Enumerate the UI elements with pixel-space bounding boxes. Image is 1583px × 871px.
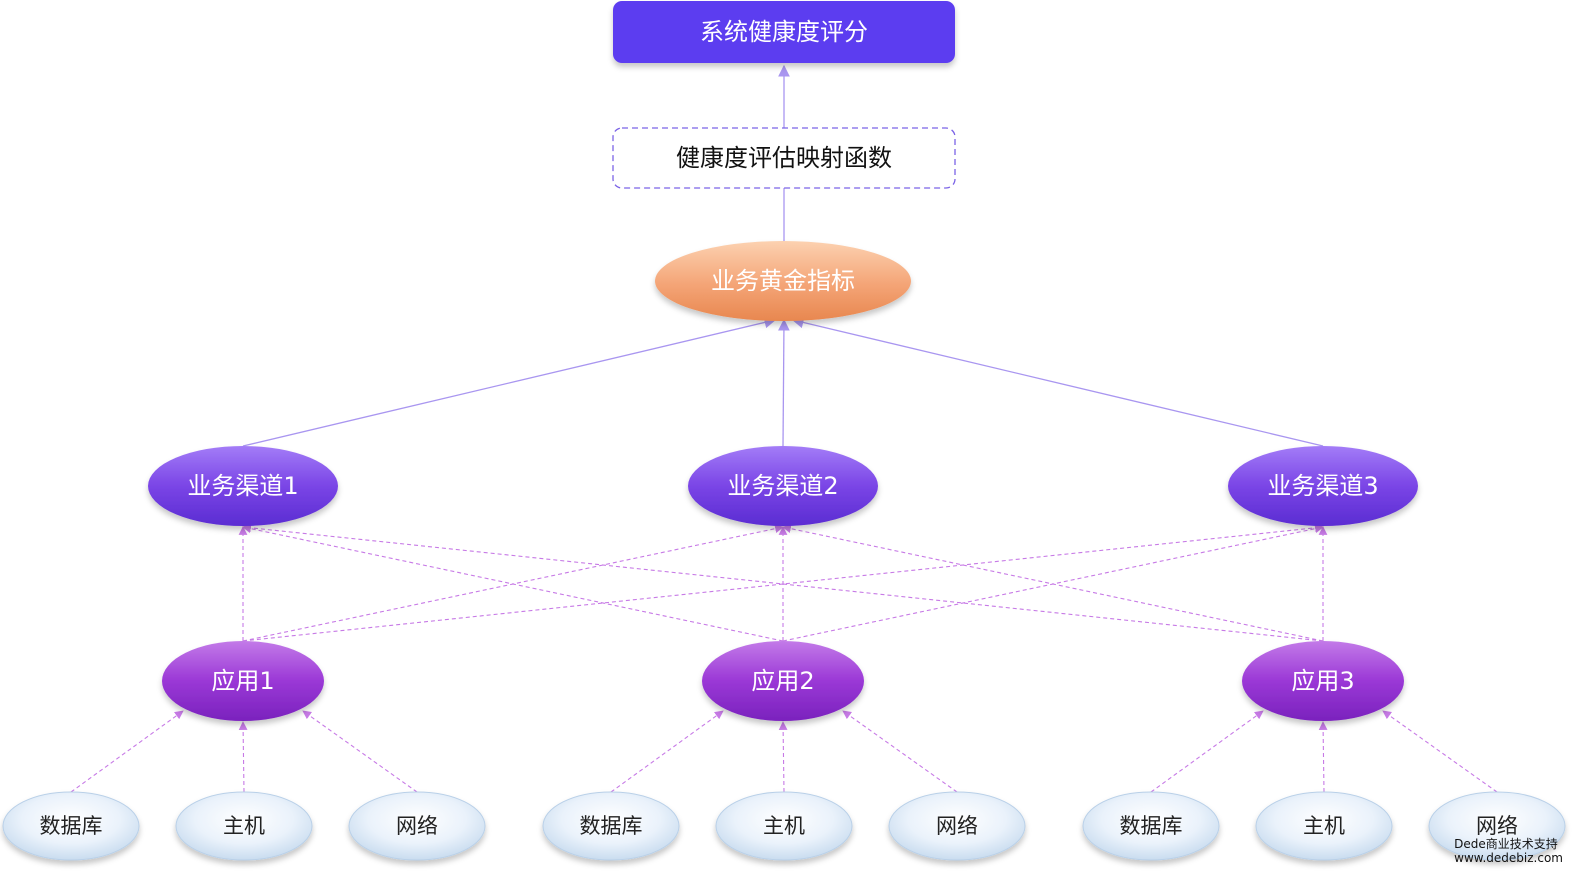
- channel-label-2: 业务渠道2: [727, 472, 838, 500]
- resource-label-host2: 主机: [763, 814, 805, 838]
- mapping-function-node[interactable]: 健康度评估映射函数: [612, 127, 956, 189]
- system-health-score-label: 系统健康度评分: [700, 18, 868, 46]
- edge-ch1-to-golden: [242, 316, 777, 447]
- channels-layer: 业务渠道1 业务渠道2 业务渠道3: [148, 446, 1418, 526]
- edge-app3-to-ch2: [782, 524, 1324, 642]
- golden-indicator-label: 业务黄金指标: [711, 267, 855, 295]
- edge-host3-to-app3: [1318, 721, 1328, 793]
- resource-node-host1[interactable]: 主机: [175, 791, 313, 861]
- apps-layer: 应用1 应用2 应用3: [162, 641, 1404, 721]
- resource-label-db1: 数据库: [40, 814, 103, 838]
- resource-node-net2[interactable]: 网络: [888, 791, 1026, 861]
- edge-net1-to-app1: [302, 710, 418, 793]
- channel-node-3[interactable]: 业务渠道3: [1228, 446, 1418, 526]
- edge-db1-to-app1: [70, 710, 184, 793]
- edge-net2-to-app2: [842, 710, 958, 793]
- resource-node-db3[interactable]: 数据库: [1082, 791, 1220, 861]
- edge-db3-to-app3: [1150, 710, 1264, 793]
- channel-node-2[interactable]: 业务渠道2: [688, 446, 878, 526]
- watermark: Dede商业技术支持 www.dedebiz.com: [1454, 837, 1563, 865]
- golden-indicator-node[interactable]: 业务黄金指标: [655, 241, 911, 321]
- edge-ch3-to-golden: [791, 316, 1324, 447]
- edge-net3-to-app3: [1382, 710, 1498, 793]
- app-node-1[interactable]: 应用1: [162, 641, 324, 721]
- edge-app3-to-ch1: [242, 523, 1324, 642]
- resource-label-db2: 数据库: [580, 814, 643, 838]
- resource-label-host3: 主机: [1303, 814, 1345, 838]
- resources-layer: 数据库 主机 网络 数据库 主机 网络 数据库 主机 网络: [2, 791, 1566, 861]
- app-node-3[interactable]: 应用3: [1242, 641, 1404, 721]
- app-label-1: 应用1: [211, 667, 274, 695]
- resource-node-db1[interactable]: 数据库: [2, 791, 140, 861]
- resource-node-net3[interactable]: 网络: [1428, 791, 1566, 861]
- edge-app2-to-ch1: [242, 524, 784, 642]
- edge-host2-to-app2: [778, 721, 788, 793]
- edge-db2-to-app2: [610, 710, 724, 793]
- resource-label-host1: 主机: [223, 814, 265, 838]
- edge-ch2-to-golden: [778, 318, 790, 447]
- resource-node-net1[interactable]: 网络: [348, 791, 486, 861]
- app-node-2[interactable]: 应用2: [702, 641, 864, 721]
- channel-label-3: 业务渠道3: [1267, 472, 1378, 500]
- resource-node-host2[interactable]: 主机: [715, 791, 853, 861]
- resource-node-host3[interactable]: 主机: [1255, 791, 1393, 861]
- resource-label-db3: 数据库: [1120, 814, 1183, 838]
- resource-label-net1: 网络: [396, 814, 438, 838]
- edge-host1-to-app1: [238, 721, 248, 793]
- resource-node-db2[interactable]: 数据库: [542, 791, 680, 861]
- channel-node-1[interactable]: 业务渠道1: [148, 446, 338, 526]
- app-label-2: 应用2: [751, 667, 814, 695]
- watermark-line-2: www.dedebiz.com: [1454, 851, 1563, 865]
- mapping-function-label: 健康度评估映射函数: [676, 144, 892, 172]
- edges-layer: [70, 64, 1498, 793]
- channel-label-1: 业务渠道1: [187, 472, 298, 500]
- resource-label-net3: 网络: [1476, 814, 1518, 838]
- system-health-score-node[interactable]: 系统健康度评分: [613, 1, 955, 63]
- watermark-line-1: Dede商业技术支持: [1454, 837, 1558, 851]
- app-label-3: 应用3: [1291, 667, 1354, 695]
- resource-label-net2: 网络: [936, 814, 978, 838]
